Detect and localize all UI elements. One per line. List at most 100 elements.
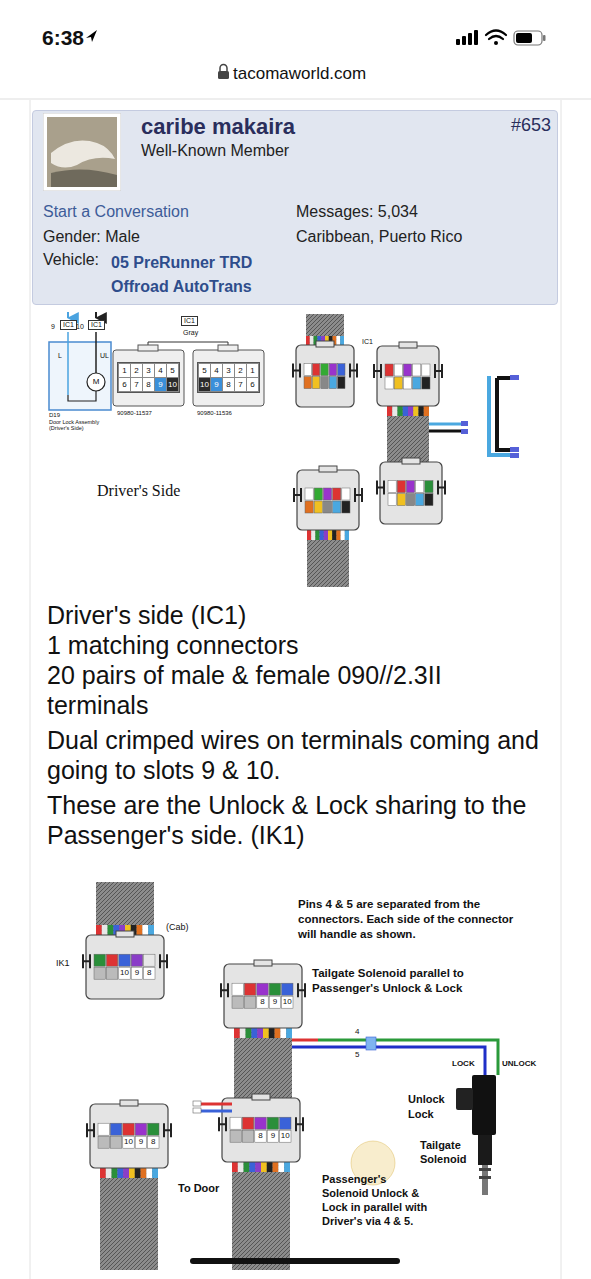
connector-housing bbox=[113, 345, 264, 406]
profile-field: caribe makaira bbox=[141, 114, 295, 139]
color-note: Gray bbox=[182, 329, 199, 337]
connector-ref: IK1 bbox=[56, 958, 70, 968]
wire bbox=[292, 1039, 318, 1042]
pin-number: 3 bbox=[143, 364, 154, 377]
pin-number: 9 bbox=[51, 323, 55, 331]
avatar bbox=[43, 113, 121, 191]
pin-number: 1 bbox=[247, 364, 258, 377]
signal-name: L bbox=[58, 352, 62, 360]
toolbar-divider bbox=[0, 99, 591, 100]
pin-number: 1 bbox=[119, 364, 130, 377]
connector-ref: IC1 bbox=[88, 320, 105, 330]
connector-ref: IC1 bbox=[181, 316, 198, 326]
body-text: Driver's side (IC1) bbox=[47, 600, 547, 630]
door-lock-schematic bbox=[49, 312, 111, 410]
pin-number: 9 bbox=[155, 378, 166, 391]
pin-number: 5 bbox=[199, 364, 210, 377]
pin-number: 10 bbox=[123, 1136, 134, 1148]
profile-field: Gender: Male bbox=[43, 228, 140, 246]
connector-face: 12345 678910 bbox=[117, 362, 180, 393]
pin-number: 5 bbox=[167, 364, 178, 377]
wire bbox=[292, 1037, 498, 1075]
wire bbox=[292, 1047, 485, 1075]
body-text: Dual crimped wires on terminals coming a… bbox=[47, 725, 547, 785]
part-name: Door Lock Assembly (Driver's Side) bbox=[49, 419, 111, 432]
profile-field: #653 bbox=[511, 115, 551, 136]
location-note: To Door bbox=[178, 1182, 219, 1195]
pin-number: 8 bbox=[144, 967, 155, 979]
part-number: 90980-11536 bbox=[197, 410, 232, 417]
pin-number: 10 bbox=[167, 378, 178, 391]
pin-number: 9 bbox=[131, 967, 142, 979]
part-name: Tailgate Solenoid bbox=[420, 1138, 474, 1166]
pin-number: 5 bbox=[354, 1050, 360, 1059]
location-note: (Cab) bbox=[166, 922, 189, 932]
connector-ref: IC1 bbox=[60, 320, 77, 330]
signal-name: UL bbox=[100, 352, 109, 360]
profile-field: Well-Known Member bbox=[141, 142, 289, 160]
part-number: 90980-11537 bbox=[117, 410, 152, 417]
connector-face: 54321 109876 bbox=[197, 362, 260, 393]
pin-number: 8 bbox=[143, 378, 154, 391]
page-border bbox=[30, 100, 31, 1279]
pin-number: 6 bbox=[119, 378, 130, 391]
pin-number: 9 bbox=[269, 996, 280, 1008]
pin-number: 7 bbox=[235, 378, 246, 391]
note: Passenger's Solenoid Unlock & Lock in pa… bbox=[322, 1172, 432, 1228]
wire bbox=[318, 1040, 498, 1075]
pin-number: 6 bbox=[247, 378, 258, 391]
connector-photo bbox=[293, 314, 468, 587]
location-arrow bbox=[86, 30, 97, 42]
pin-number: 10 bbox=[199, 378, 210, 391]
pin-number: 7 bbox=[131, 378, 142, 391]
pin-number: 10 bbox=[76, 323, 84, 331]
pin-number: 2 bbox=[131, 364, 142, 377]
signal-icon bbox=[456, 30, 478, 45]
pin-number: 9 bbox=[135, 1136, 146, 1148]
terminal-label: Unlock bbox=[408, 1093, 445, 1106]
pin-number: 8 bbox=[255, 1130, 266, 1142]
profile-field: 05 PreRunner TRD Offroad AutoTrans bbox=[111, 251, 281, 299]
clock: 6:38 bbox=[42, 26, 84, 50]
pin-number: 8 bbox=[257, 996, 268, 1008]
wire-pair bbox=[489, 375, 519, 458]
terminal-label: Lock bbox=[408, 1108, 434, 1121]
note: Pins 4 & 5 are separated from the connec… bbox=[298, 897, 533, 942]
profile-field: Vehicle: bbox=[43, 251, 99, 269]
profile-field: Start a Conversation bbox=[43, 203, 189, 221]
connector-photo bbox=[83, 882, 305, 1270]
motor-symbol: M bbox=[91, 377, 101, 386]
pin-number: 10 bbox=[280, 1130, 291, 1142]
part-code: D19 bbox=[49, 412, 60, 419]
wire-label: LOCK bbox=[452, 1059, 475, 1068]
pin-number: 9 bbox=[211, 378, 222, 391]
pin-number: 4 bbox=[155, 364, 166, 377]
pin-number: 3 bbox=[223, 364, 234, 377]
pin-number: 8 bbox=[223, 378, 234, 391]
home-indicator bbox=[190, 1258, 400, 1264]
pin-number: 8 bbox=[148, 1136, 159, 1148]
body-text: 1 matching connectors bbox=[47, 630, 547, 660]
pin-number: 9 bbox=[267, 1130, 278, 1142]
profile-field: Caribbean, Puerto Rico bbox=[296, 228, 462, 246]
lock-icon bbox=[218, 65, 229, 80]
bracket bbox=[148, 342, 228, 349]
profile-card: caribe makairaWell-Known Member #653Start… bbox=[32, 110, 558, 305]
pin-number: 4 bbox=[211, 364, 222, 377]
pin-number: 4 bbox=[354, 1027, 360, 1036]
splice bbox=[366, 1037, 376, 1050]
pin-number: 2 bbox=[235, 364, 246, 377]
profile-field: Messages: 5,034 bbox=[296, 203, 418, 221]
figure-caption: Driver's Side bbox=[97, 482, 180, 500]
pin-number: 10 bbox=[282, 996, 293, 1008]
page-border bbox=[561, 100, 562, 1279]
connector-ref: IC1 bbox=[362, 338, 373, 346]
url: tacomaworld.com bbox=[233, 64, 366, 84]
pin-number: 10 bbox=[119, 967, 130, 979]
body-text: These are the Unlock & Lock sharing to t… bbox=[47, 790, 547, 850]
body-text: 20 pairs of male & female 090//2.3II ter… bbox=[47, 660, 547, 720]
note: Tailgate Solenoid parallel to Passenger'… bbox=[312, 966, 527, 996]
wifi-icon bbox=[486, 31, 506, 40]
wire-label: UNLOCK bbox=[502, 1059, 536, 1068]
wifi-icon bbox=[494, 41, 498, 45]
